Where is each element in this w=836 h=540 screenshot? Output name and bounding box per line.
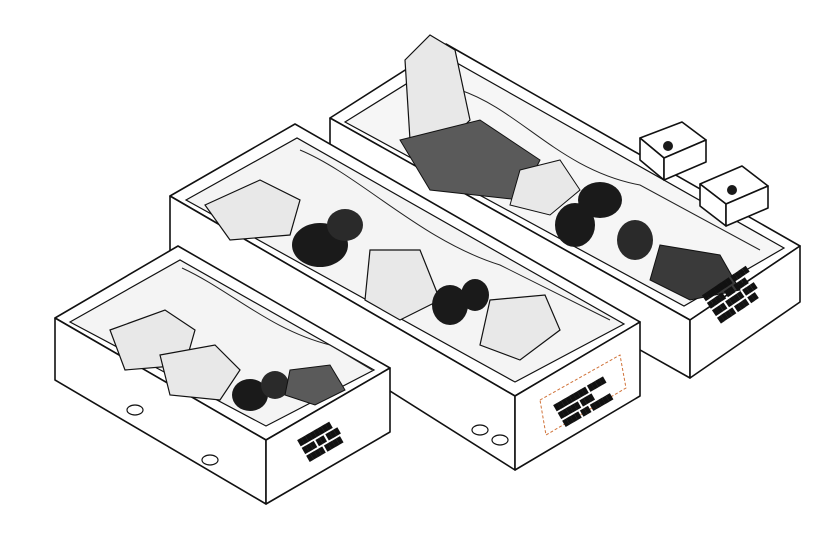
screw-hole (126, 404, 144, 416)
screw-hole (471, 424, 489, 436)
part-round-dark (578, 182, 622, 218)
part-round-dark (555, 203, 595, 247)
small-tray: ████████ ███ ██ ███ ████ ████ (54, 245, 391, 505)
part-armor (159, 344, 241, 401)
medium-tray-parts (204, 179, 561, 361)
part-block (364, 249, 441, 321)
medium-tray-divider (299, 149, 611, 321)
part-round-dark (232, 379, 268, 411)
part-round-dark (432, 285, 468, 325)
part-leg (649, 244, 741, 301)
part-frame (284, 364, 346, 406)
part-round-dark (261, 371, 289, 399)
part-round-dark (617, 220, 653, 260)
screw-hole (201, 454, 219, 466)
corner-box-1 (639, 121, 707, 181)
part-armor (479, 294, 561, 361)
part-round-dark (327, 209, 363, 241)
small-tray-end-wall (265, 367, 391, 505)
large-tray-divider (459, 89, 761, 251)
part-armor (204, 179, 301, 241)
small-tray-divider (181, 267, 373, 371)
part-armor (509, 159, 581, 216)
small-tray-parts (109, 309, 346, 411)
corner-box-2 (699, 165, 769, 227)
medium-tray: ████████ ████ █████ ███ ████ ██ █████ (169, 123, 641, 471)
large-tray-end-wall (689, 245, 801, 379)
part-round-dark (461, 279, 489, 311)
large-tray-parts (399, 34, 741, 301)
label-frame (539, 354, 627, 436)
screw-hole (491, 434, 509, 446)
medium-tray-end-wall (514, 321, 641, 471)
